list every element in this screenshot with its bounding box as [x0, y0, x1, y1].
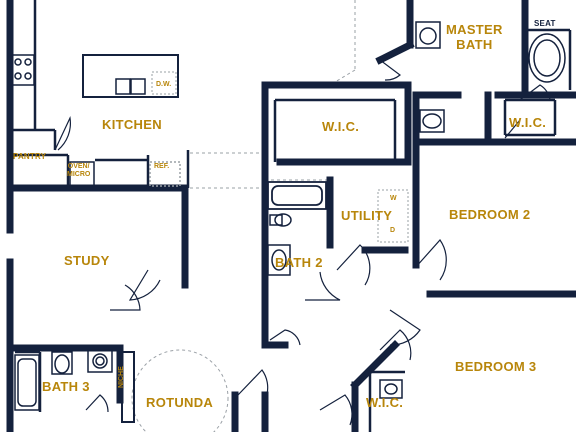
label-wic-bottom: W.I.C.	[366, 395, 404, 410]
label-niche: NICHE	[118, 366, 125, 388]
label-master-bath-line2: BATH	[456, 36, 493, 52]
cooktop	[11, 54, 35, 86]
sink-bath2	[267, 244, 291, 276]
label-master-bath: MASTER BATH	[446, 22, 503, 53]
kitchen-island	[82, 54, 179, 98]
label-oven-micro: OVEN/ MICRO	[67, 163, 90, 179]
master-bath-fixtures	[415, 21, 566, 133]
label-washer: W	[390, 195, 397, 202]
dashed-guides	[190, 0, 356, 189]
label-master-bath-line1: MASTER	[446, 22, 503, 37]
label-dryer: D	[390, 227, 396, 234]
label-study: STUDY	[64, 253, 110, 268]
label-dw: D.W.	[156, 81, 172, 88]
label-oven-line1: OVEN/	[67, 163, 90, 170]
label-ref: REF.	[154, 163, 170, 170]
rotunda-outline	[131, 349, 229, 432]
bottom-wic-fixture	[379, 379, 403, 399]
label-utility: UTILITY	[341, 208, 393, 223]
label-oven-line2: MICRO	[67, 171, 91, 179]
label-bedroom2: BEDROOM 2	[449, 207, 531, 222]
washer-dryer	[377, 189, 409, 243]
toilet-bath2	[269, 213, 292, 227]
label-kitchen: KITCHEN	[102, 117, 162, 132]
label-bedroom3: BEDROOM 3	[455, 359, 537, 374]
structural-walls	[6, 0, 576, 432]
label-pantry: PANTRY	[13, 152, 47, 161]
partition-walls	[10, 0, 572, 432]
label-bath3: BATH 3	[42, 379, 90, 394]
label-rotunda: ROTUNDA	[146, 395, 214, 410]
label-bath2: BATH 2	[275, 255, 323, 270]
niche-block	[121, 351, 135, 423]
bath3-fixtures	[14, 349, 113, 411]
label-wic-master: W.I.C.	[509, 115, 547, 130]
label-wic-main: W.I.C.	[322, 119, 360, 134]
label-seat: SEAT	[534, 19, 556, 28]
kitchen-appliances	[69, 161, 181, 187]
bathtub-bath2	[267, 181, 327, 210]
door-swings	[54, 59, 551, 426]
